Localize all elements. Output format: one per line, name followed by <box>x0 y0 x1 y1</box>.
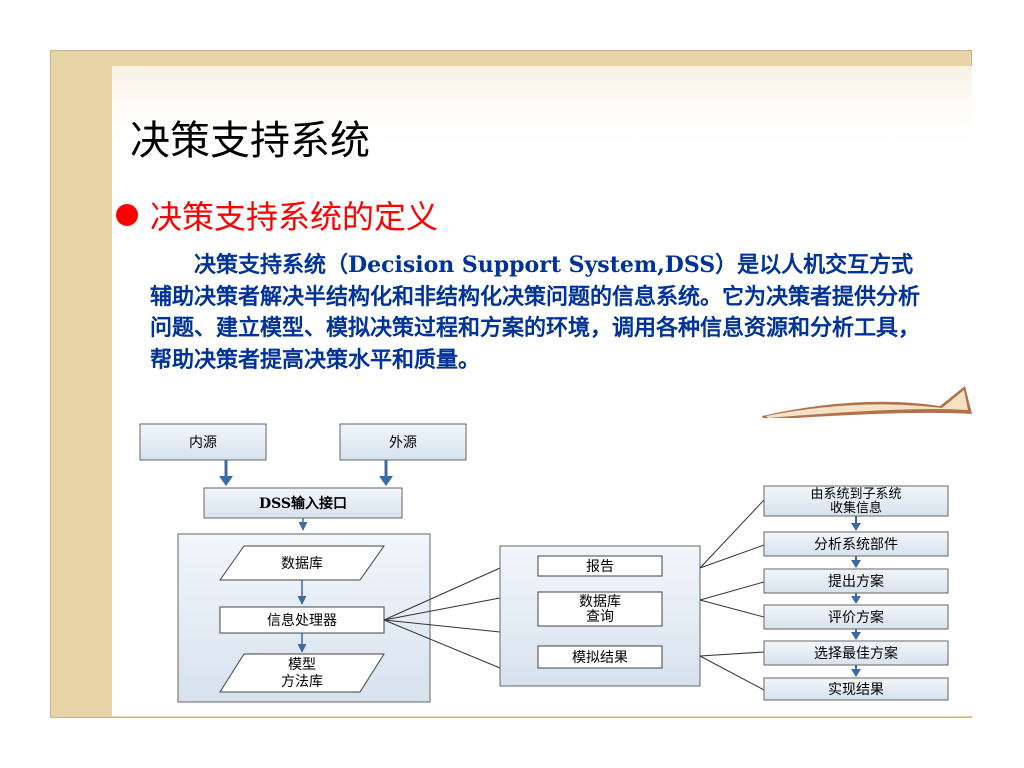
step-select-box: 选择最佳方案 <box>763 640 949 666</box>
bullet-dot-icon <box>116 204 138 226</box>
database-shape: 数据库 <box>219 545 385 581</box>
step-collect-box: 由系统到子系统 收集信息 <box>763 485 949 517</box>
step-propose-label: 提出方案 <box>828 573 884 590</box>
source-external-label: 外源 <box>389 435 417 451</box>
database-label: 数据库 <box>281 556 323 572</box>
step-analyze-label: 分析系统部件 <box>814 537 898 553</box>
report-label: 报告 <box>586 559 614 575</box>
db-query-label-line1: 数据库 <box>579 594 621 610</box>
source-internal-label: 内源 <box>189 435 217 451</box>
step-implement-box: 实现结果 <box>763 677 949 701</box>
source-internal-box: 内源 <box>139 423 267 461</box>
processor-fan-lines <box>383 567 501 669</box>
report-box: 报告 <box>537 555 663 577</box>
model-base-label-line1: 模型 <box>288 657 316 673</box>
step-evaluate-label: 评价方案 <box>828 609 884 626</box>
step-select-label: 选择最佳方案 <box>814 645 898 662</box>
step-collect-label-line2: 收集信息 <box>830 500 882 516</box>
source-arrows <box>219 460 393 486</box>
step-collect-label-line1: 由系统到子系统 <box>810 487 901 502</box>
dss-input-interface-label: DSS输入接口 <box>259 495 347 512</box>
definition-paragraph: 决策支持系统（Decision Support System,DSS）是以人机交… <box>150 252 921 373</box>
step-analyze-box: 分析系统部件 <box>763 531 949 557</box>
step-implement-label: 实现结果 <box>828 682 884 698</box>
slide-title: 决策支持系统 <box>130 118 370 164</box>
slide-subtitle: 决策支持系统的定义 <box>150 198 439 236</box>
step-arrows <box>851 516 861 677</box>
dss-input-interface-box: DSS输入接口 <box>203 487 403 519</box>
info-processor-label: 信息处理器 <box>267 612 337 629</box>
info-processor-box: 信息处理器 <box>219 606 385 634</box>
simulation-result-label: 模拟结果 <box>572 650 628 666</box>
db-query-label-line2: 查询 <box>586 609 614 625</box>
db-query-box: 数据库 查询 <box>537 591 663 627</box>
step-evaluate-box: 评价方案 <box>763 604 949 630</box>
model-base-shape: 模型 方法库 <box>219 653 385 693</box>
model-base-label-line2: 方法库 <box>281 674 323 690</box>
step-propose-box: 提出方案 <box>763 568 949 594</box>
book-decoration-icon <box>762 386 972 420</box>
simulation-result-box: 模拟结果 <box>537 645 663 669</box>
output-to-step-lines <box>699 499 765 691</box>
source-external-box: 外源 <box>339 423 467 461</box>
